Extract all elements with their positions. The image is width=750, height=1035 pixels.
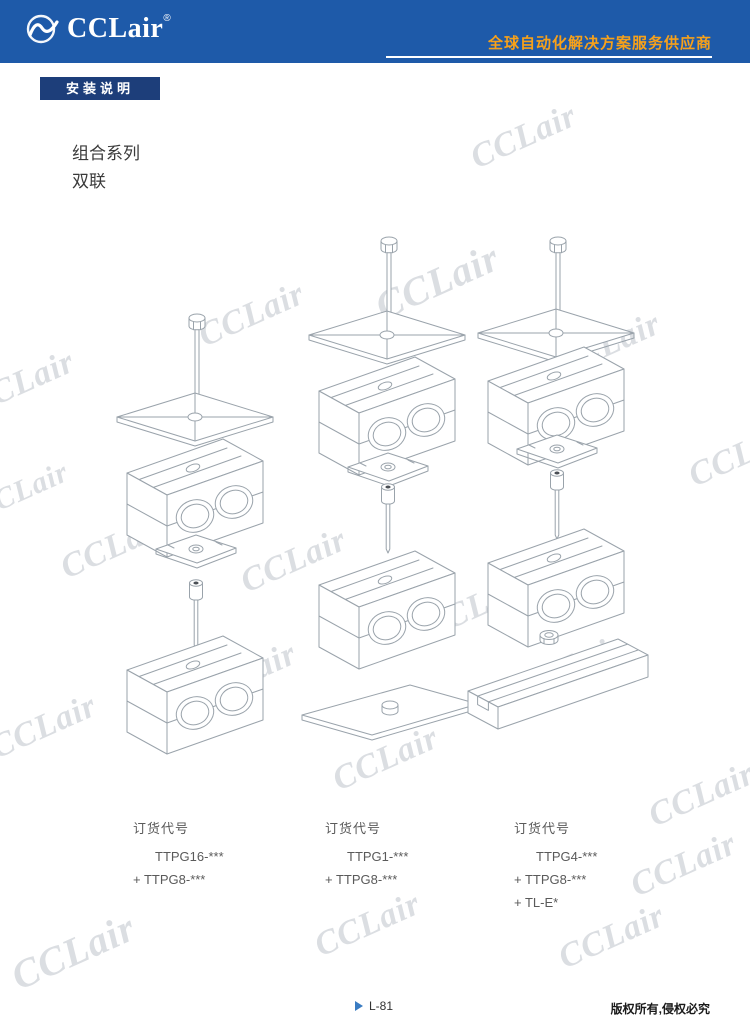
hex-nut-drawing xyxy=(539,630,559,645)
header-bar: CCLair® 全球自动化解决方案服务供应商 xyxy=(0,0,750,63)
stud-drawing xyxy=(189,579,203,650)
mounting-rail-drawing xyxy=(467,638,649,730)
page-number: L-81 xyxy=(355,999,393,1013)
page-marker-icon xyxy=(355,1001,363,1011)
section-badge: 安装说明 xyxy=(40,77,160,100)
cclair-logo: CCLair® xyxy=(24,13,171,45)
ordering-block-3: 订货代号 TTPG4-*** + TTPG8-*** + TL-E* xyxy=(514,818,597,914)
watermark-text: CCLair xyxy=(309,884,427,965)
stud-drawing xyxy=(381,483,395,554)
exploded-drawing-middle xyxy=(301,236,479,741)
ordering-code: TTPG1-*** xyxy=(347,849,409,864)
ordering-code: + TTPG8-*** xyxy=(325,872,398,887)
title-variant: 双联 xyxy=(72,172,106,191)
tagline-underline xyxy=(386,56,712,58)
logo-wordmark: CCLair® xyxy=(67,12,171,44)
cover-plate-drawing xyxy=(308,310,466,365)
clamp-body-drawing xyxy=(126,635,264,755)
ordering-label: 订货代号 xyxy=(514,821,571,836)
company-tagline: 全球自动化解决方案服务供应商 xyxy=(487,35,712,52)
page-number-text: L-81 xyxy=(369,999,394,1013)
ordering-label: 订货代号 xyxy=(325,821,382,836)
title-series: 组合系列 xyxy=(72,144,140,163)
ordering-block-2: 订货代号 TTPG1-*** + TTPG8-*** xyxy=(325,818,408,891)
watermark-text: CCLair xyxy=(4,904,142,999)
cclair-logo-icon xyxy=(26,14,59,44)
clamp-body-drawing xyxy=(487,528,625,648)
ordering-code: + TTPG8-*** xyxy=(133,872,206,887)
base-plate-drawing xyxy=(301,684,479,741)
exploded-view-drawings xyxy=(116,236,649,755)
ordering-code: TTPG4-*** xyxy=(536,849,598,864)
exploded-drawing-right xyxy=(467,236,649,730)
ordering-code: TTPG16-*** xyxy=(155,849,224,864)
clamp-body-drawing xyxy=(318,550,456,670)
exploded-drawing-left xyxy=(116,313,274,755)
ordering-label: 订货代号 xyxy=(133,821,190,836)
stud-drawing xyxy=(550,469,564,540)
cover-plate-drawing xyxy=(116,392,274,447)
watermark-text: CCLair xyxy=(465,96,583,177)
cover-plate-drawing xyxy=(477,308,635,363)
ordering-code: + TTPG8-*** xyxy=(514,872,587,887)
page-title: 组合系列 双联 xyxy=(72,140,140,196)
ordering-code: + TL-E* xyxy=(514,895,559,910)
copyright-notice: 版权所有,侵权必究 xyxy=(610,1002,710,1016)
ordering-block-1: 订货代号 TTPG16-*** + TTPG8-*** xyxy=(133,818,224,891)
watermark-text: CCLair xyxy=(625,824,743,905)
